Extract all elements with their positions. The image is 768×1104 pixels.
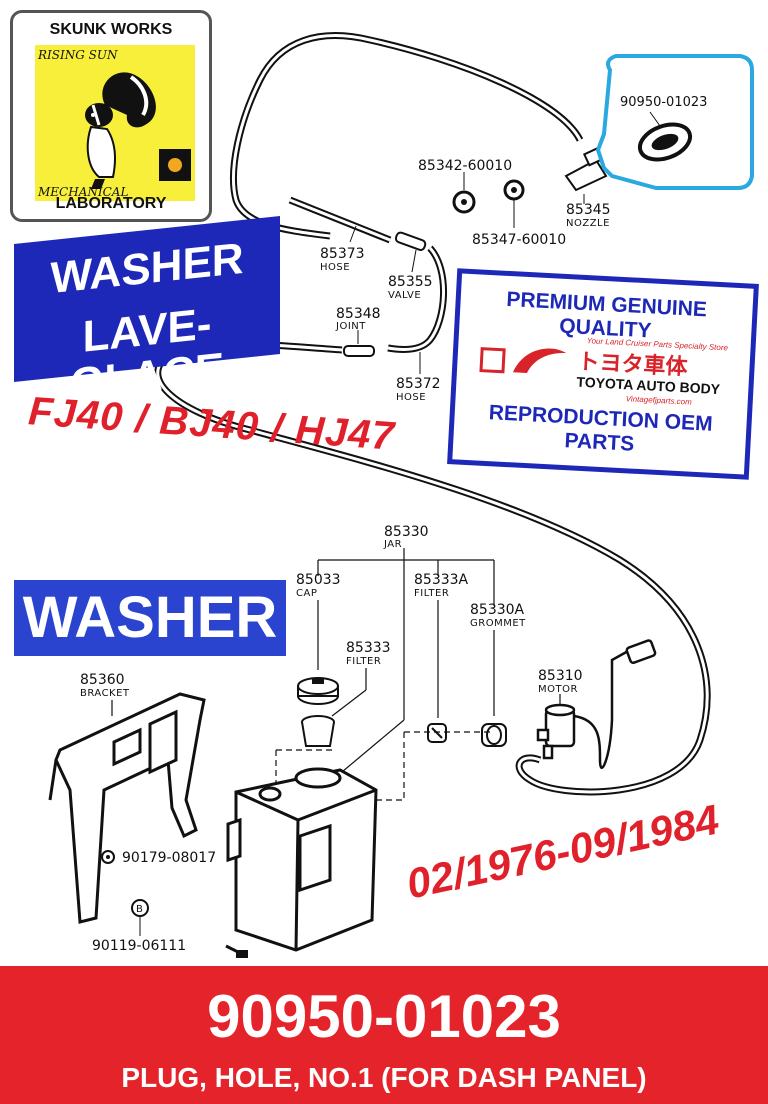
part-number-9: 85033: [296, 572, 341, 588]
bracket-85360: [48, 692, 206, 924]
premium-brand: TOYOTA AUTO BODY: [576, 373, 721, 398]
part-number-7: 85372: [396, 376, 441, 392]
part-number-6: 85348: [336, 306, 381, 322]
part-name-6: JOINT: [335, 321, 366, 332]
washer-lave-glace-badge: WASHER LAVE-GLACE: [14, 216, 280, 409]
part-name-5: VALVE: [388, 290, 421, 301]
part-number-0: 90950-01023: [620, 95, 707, 110]
premium-brand-block: Your Land Cruiser Parts Specialty Store …: [475, 328, 741, 416]
jar-85330: [226, 767, 378, 952]
part-number-8: 85330: [384, 524, 429, 540]
washer-big-label: WASHER: [22, 585, 278, 650]
joint-85348: [343, 345, 375, 357]
toyota-auto-body-logo-icon: [479, 347, 567, 374]
logo-panel: RISING SUN MECHANICAL: [35, 45, 195, 201]
part-name-14: MOTOR: [538, 684, 578, 695]
skunk-works-logo: SKUNK WORKS RISING SUN MECHANICAL LABORA…: [10, 10, 212, 222]
part-name-12: FILTER: [346, 656, 381, 667]
part-name-10: FILTER: [414, 588, 449, 599]
part-name-3: NOZZLE: [566, 218, 610, 229]
logo-title-top: SKUNK WORKS: [49, 21, 173, 38]
part-number-11: 85330A: [470, 602, 525, 618]
nozzle-85345: [564, 145, 608, 192]
screw-90179-08017: [101, 850, 115, 864]
part-number-15: 90179-08017: [122, 850, 216, 866]
cap-85033: [297, 677, 339, 705]
filter-85333: [301, 715, 335, 747]
part-name-4: HOSE: [320, 262, 350, 273]
grommet-85342: [452, 190, 476, 214]
skunk-icon: [85, 72, 156, 189]
part-number-10: 85333A: [414, 572, 469, 588]
logo-title-bottom: LABORATORY: [55, 195, 167, 212]
premium-quality-badge: PREMIUM GENUINE QUALITY Your Land Cruise…: [447, 268, 759, 480]
jar-bolt: [225, 944, 248, 958]
logo-rising-sun: RISING SUN: [38, 48, 118, 62]
logo-mechanical: MECHANICAL: [38, 185, 129, 199]
valve-85355: [394, 231, 427, 251]
part-number-12: 85333: [346, 640, 391, 656]
screw-90119-06111: [131, 899, 149, 936]
footer-part-number: 90950-01023: [207, 983, 561, 1050]
part-number-14: 85310: [538, 668, 583, 684]
sun-icon: [159, 149, 191, 181]
washer-badge: WASHER: [14, 580, 286, 656]
part-number-1: 85342-60010: [418, 158, 512, 174]
b-marker: B: [136, 904, 143, 915]
grommet-85347: [503, 179, 525, 201]
hose-line-top: [230, 32, 584, 240]
part-name-13: BRACKET: [80, 688, 130, 699]
part-name-8: JAR: [383, 539, 402, 550]
part-number-2: 85347-60010: [472, 232, 566, 248]
part-name-9: CAP: [296, 588, 317, 599]
part-number-16: 90119-06111: [92, 938, 186, 954]
plug-90950-01023: [637, 122, 693, 162]
part-number-4: 85373: [320, 246, 365, 262]
part-name-11: GROMMET: [470, 618, 526, 629]
plug-callout: [595, 54, 754, 190]
part-number-5: 85355: [388, 274, 433, 290]
premium-url: Vintagefjparts.com: [625, 394, 692, 407]
part-number-13: 85360: [80, 672, 125, 688]
motor-85310: [536, 639, 657, 769]
footer-description: PLUG, HOLE, NO.1 (FOR DASH PANEL): [121, 1062, 647, 1093]
filter-85333a: [427, 723, 447, 743]
footer-banner: 90950-01023 PLUG, HOLE, NO.1 (FOR DASH P…: [0, 966, 768, 1104]
part-name-7: HOSE: [396, 392, 426, 403]
grommet-85330a: [481, 723, 507, 747]
part-number-3: 85345: [566, 202, 611, 218]
washer-line-1: WASHER: [50, 233, 244, 304]
